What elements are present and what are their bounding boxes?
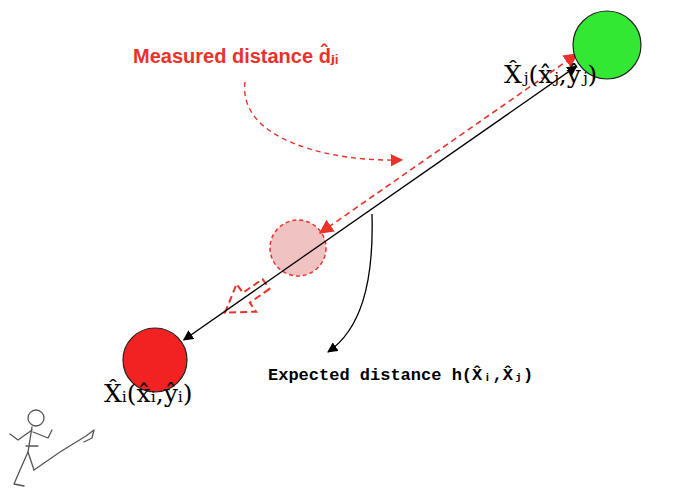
position-label: X̂ᵢ(x̂ᵢ,ŷᵢ) xyxy=(104,379,193,408)
estimated-position xyxy=(270,220,326,276)
position-circle: X̂ⱼ(x̂ⱼ,ŷⱼ) xyxy=(572,10,642,80)
movement-arrow xyxy=(215,270,275,327)
kicker-figure xyxy=(10,410,94,486)
annotation-label: Measured distance d̂ⱼᵢ xyxy=(133,44,338,68)
position-label: X̂ⱼ(x̂ⱼ,ŷⱼ) xyxy=(504,60,597,89)
distance-line xyxy=(184,66,577,340)
position-circle: X̂ᵢ(x̂ᵢ,ŷᵢ) xyxy=(122,327,188,393)
annotation-label: Expected distance h(X̂ᵢ,X̂ⱼ) xyxy=(268,364,533,385)
leader-line xyxy=(245,82,402,160)
